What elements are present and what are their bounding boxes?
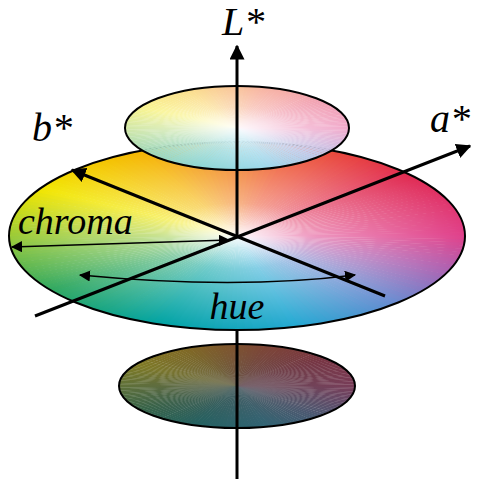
lightness-axis	[236, 330, 239, 479]
dimension-label: chroma	[18, 202, 133, 240]
axis-label: b*	[32, 108, 72, 148]
chroma-arrow	[12, 240, 229, 247]
lightness-axis	[236, 46, 239, 236]
axis-label: a*	[430, 99, 470, 139]
dimension-label: hue	[210, 287, 265, 325]
hue-arrow	[80, 275, 355, 283]
axis-label: L*	[222, 2, 264, 42]
